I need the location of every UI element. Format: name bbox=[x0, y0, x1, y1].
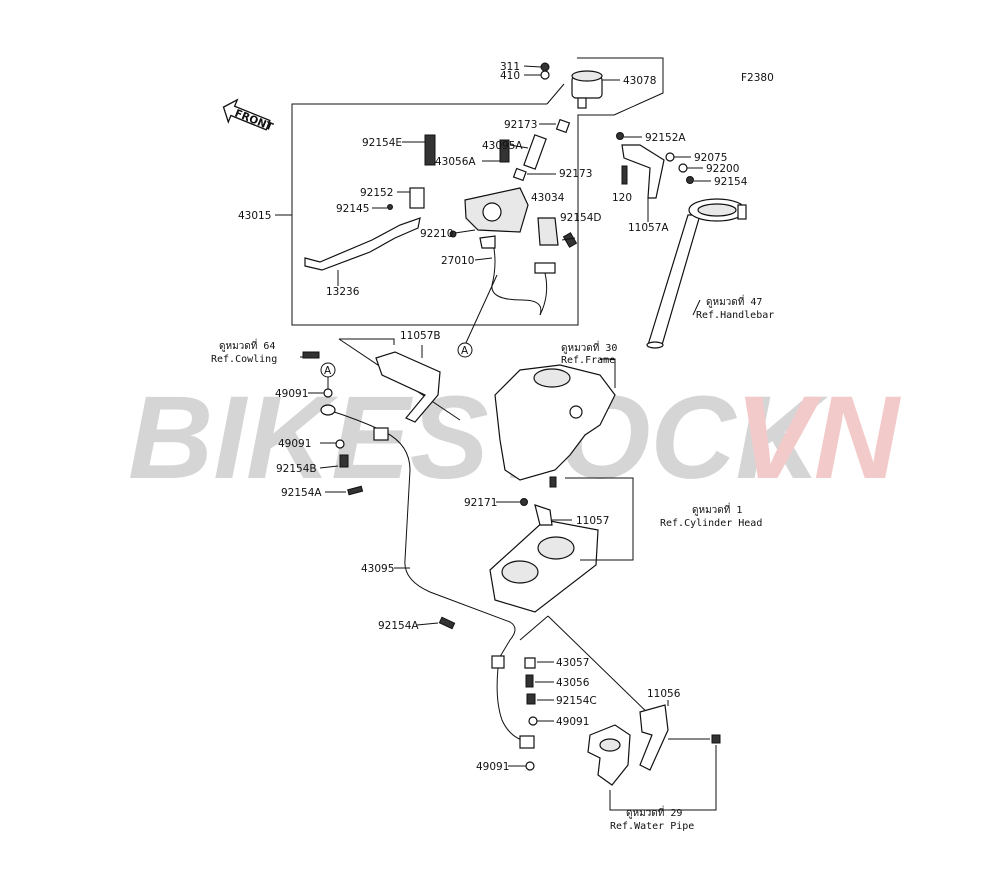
ref-handlebar-th: ดูหมวดที่ 47 bbox=[706, 294, 762, 308]
ref-cylinder-head: Ref.Cylinder Head bbox=[660, 518, 762, 529]
watermark: BIKESTOCK VN bbox=[128, 372, 902, 504]
lower-hose bbox=[491, 655, 535, 749]
label-49091-1: 49091 bbox=[275, 388, 308, 400]
front-arrow-icon: FRONT bbox=[222, 98, 275, 134]
label-92145: 92145 bbox=[336, 203, 369, 215]
clutch-pipe-43095 bbox=[320, 404, 516, 661]
diagram-code: F2380 bbox=[741, 72, 774, 84]
bracket-11057a bbox=[621, 144, 665, 199]
frame bbox=[494, 364, 616, 481]
label-92152a: 92152A bbox=[645, 132, 686, 144]
ref-cowling: Ref.Cowling bbox=[211, 354, 277, 365]
watermark-right: VN bbox=[735, 372, 902, 504]
switch-27010 bbox=[479, 235, 556, 316]
watermark-left: BIKESTOCK bbox=[128, 372, 829, 504]
label-43057: 43057 bbox=[556, 657, 589, 669]
cylinder-head bbox=[489, 519, 599, 613]
callout-a-upper bbox=[457, 342, 473, 358]
clutch-lever-13236 bbox=[304, 217, 421, 271]
ref-frame: Ref.Frame bbox=[561, 355, 615, 366]
reservoir-box bbox=[577, 57, 664, 116]
label-92152: 92152 bbox=[360, 187, 393, 199]
label-92075: 92075 bbox=[694, 152, 727, 164]
label-92154e: 92154E bbox=[362, 137, 402, 149]
leader bbox=[546, 83, 565, 105]
part-labels: 311 410 43078 92173 92152A 92154E 43095A… bbox=[238, 61, 748, 773]
label-92210: 92210 bbox=[420, 228, 453, 240]
label-92154a-1: 92154A bbox=[281, 487, 322, 499]
label-410: 410 bbox=[500, 70, 520, 82]
label-13236: 13236 bbox=[326, 286, 360, 298]
assembly-box-43015 bbox=[275, 103, 614, 326]
label-92171: 92171 bbox=[464, 497, 497, 509]
label-120: 120 bbox=[612, 192, 632, 204]
label-43095a: 43095A bbox=[482, 140, 523, 152]
ref-water-pipe-th: ดูหมวดที่ 29 bbox=[626, 805, 682, 819]
ref-water-pipe: Ref.Water Pipe bbox=[610, 821, 694, 832]
reservoir-43078 bbox=[571, 70, 603, 109]
ref-cylinder-head-th: ดูหมวดที่ 1 bbox=[692, 502, 742, 516]
label-311: 311 bbox=[500, 61, 520, 73]
ref-handlebar: Ref.Handlebar bbox=[696, 310, 774, 321]
label-43034: 43034 bbox=[531, 192, 565, 204]
label-11057a: 11057A bbox=[628, 222, 669, 234]
label-49091-4: 49091 bbox=[476, 761, 509, 773]
ref-frame-th: ดูหมวดที่ 30 bbox=[561, 340, 617, 354]
label-11057: 11057 bbox=[576, 515, 609, 527]
bracket-11057b bbox=[375, 351, 441, 423]
callout-a-lower-text: A bbox=[324, 365, 332, 377]
label-92200: 92200 bbox=[706, 163, 739, 175]
nut-311 bbox=[540, 62, 550, 72]
label-92154a-2: 92154A bbox=[378, 620, 419, 632]
label-92173-top: 92173 bbox=[504, 119, 537, 131]
label-43095: 43095 bbox=[361, 563, 394, 575]
label-92154c: 92154C bbox=[556, 695, 597, 707]
front-label: FRONT bbox=[233, 107, 275, 133]
label-92154: 92154 bbox=[714, 176, 748, 188]
water-pipe bbox=[587, 724, 631, 786]
master-cylinder-body bbox=[409, 134, 578, 248]
label-43078: 43078 bbox=[623, 75, 656, 87]
hose-43095a bbox=[512, 118, 571, 182]
label-43015: 43015 bbox=[238, 210, 271, 222]
label-49091-3: 49091 bbox=[556, 716, 589, 728]
label-11056: 11056 bbox=[647, 688, 681, 700]
label-43056: 43056 bbox=[556, 677, 590, 689]
label-43056a: 43056A bbox=[435, 156, 476, 168]
bracket-11056 bbox=[639, 704, 669, 771]
callout-a-upper-text: A bbox=[461, 345, 469, 357]
label-49091-2: 49091 bbox=[278, 438, 311, 450]
label-11057b: 11057B bbox=[400, 330, 441, 342]
washer-410 bbox=[540, 70, 550, 80]
label-92154b: 92154B bbox=[276, 463, 317, 475]
reference-labels: ดูหมวดที่ 47 Ref.Handlebar ดูหมวดที่ 64 … bbox=[211, 294, 774, 832]
label-27010: 27010 bbox=[441, 255, 474, 267]
handlebar bbox=[646, 198, 747, 349]
ref-cowling-th: ดูหมวดที่ 64 bbox=[219, 338, 275, 352]
label-92154d: 92154D bbox=[560, 212, 602, 224]
label-92173-mid: 92173 bbox=[559, 168, 592, 180]
